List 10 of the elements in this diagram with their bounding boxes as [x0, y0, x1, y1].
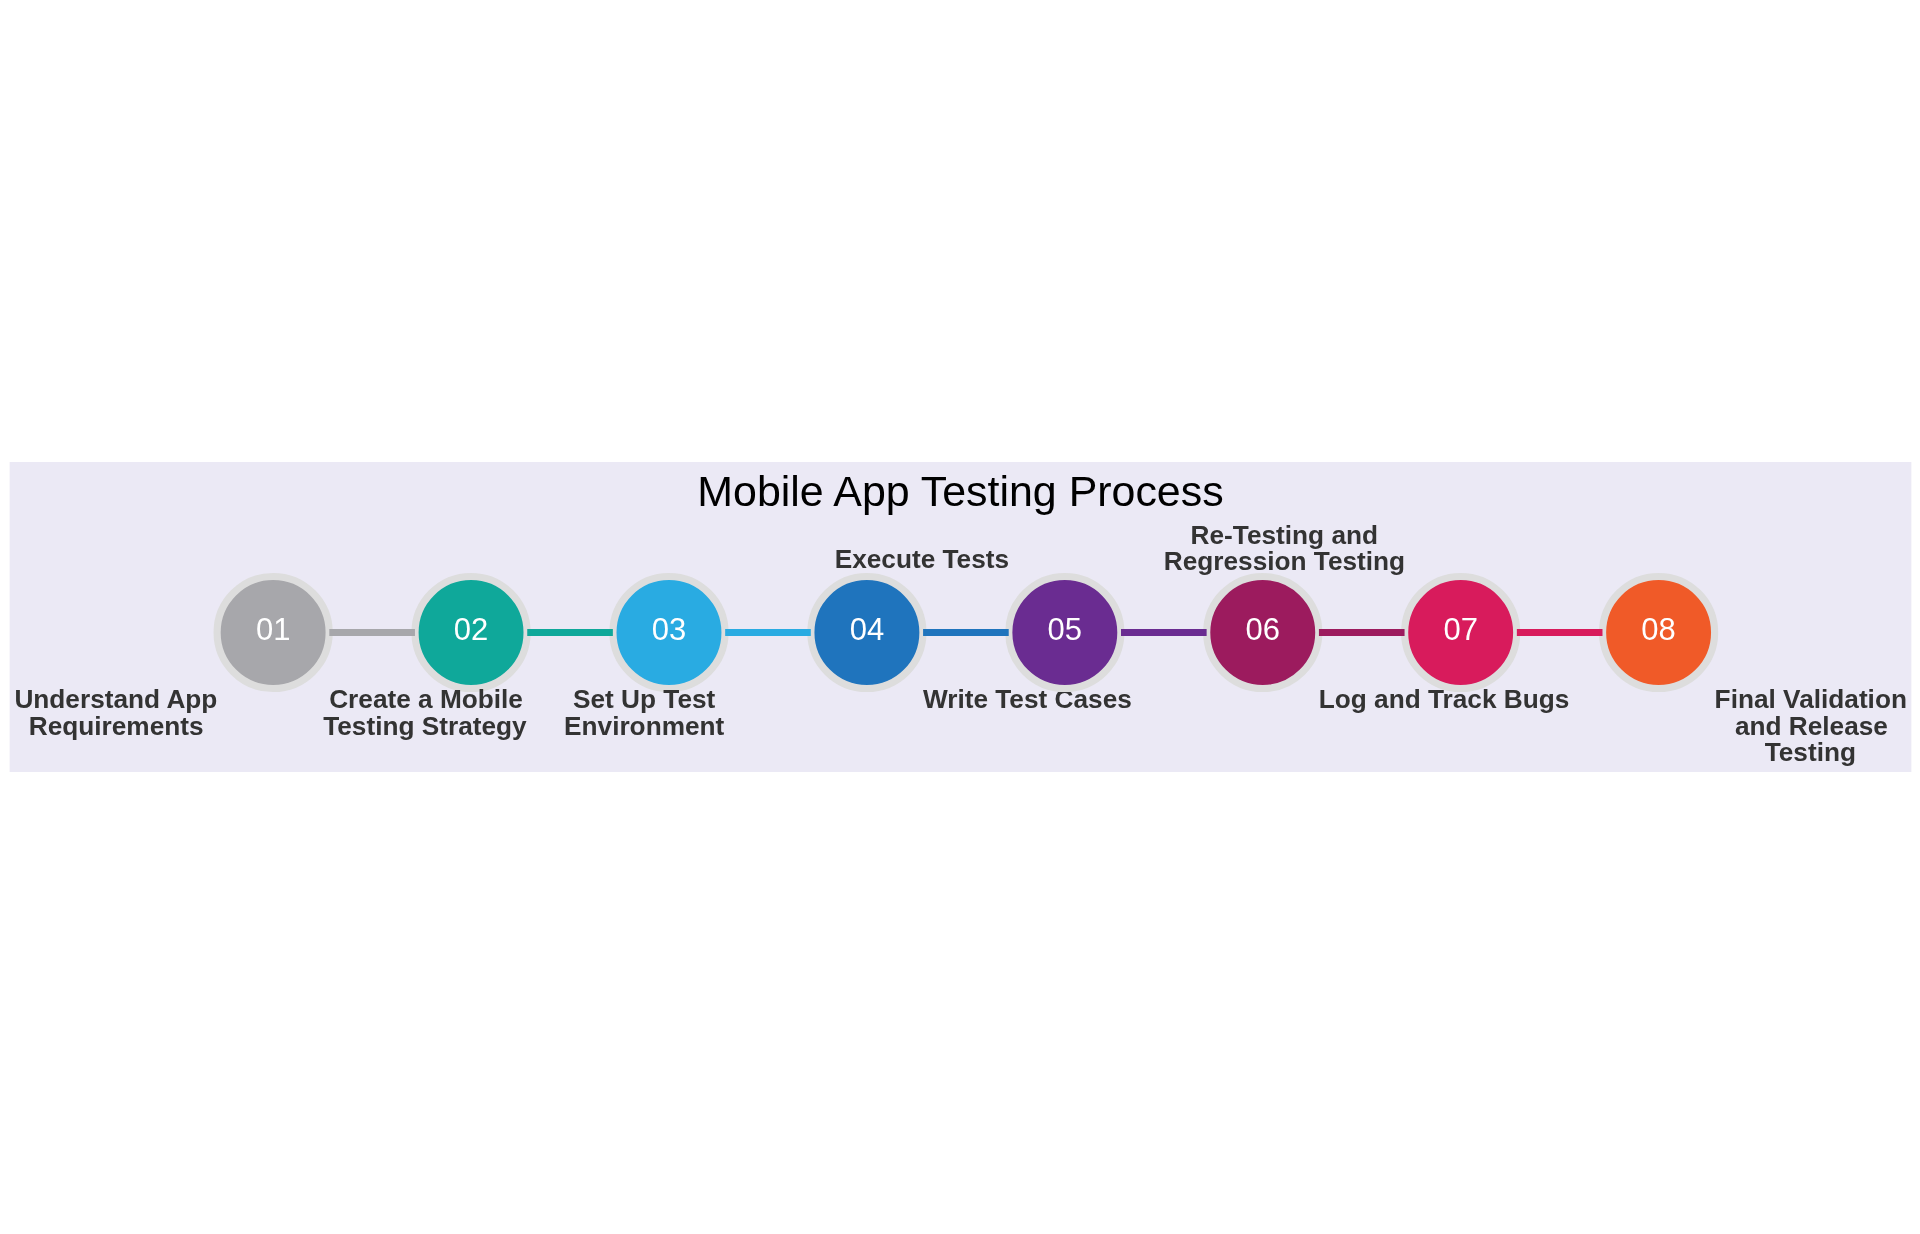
connector [1318, 628, 1405, 637]
connector [1120, 628, 1207, 637]
node-circle: 01 [213, 572, 333, 693]
connector [1516, 628, 1602, 637]
connector [922, 628, 1009, 637]
connector [526, 628, 613, 637]
node-label: Execute Tests [834, 543, 1009, 574]
diagram-title: Mobile App Testing Process [696, 466, 1224, 515]
connector [724, 628, 811, 637]
connector [328, 628, 415, 637]
